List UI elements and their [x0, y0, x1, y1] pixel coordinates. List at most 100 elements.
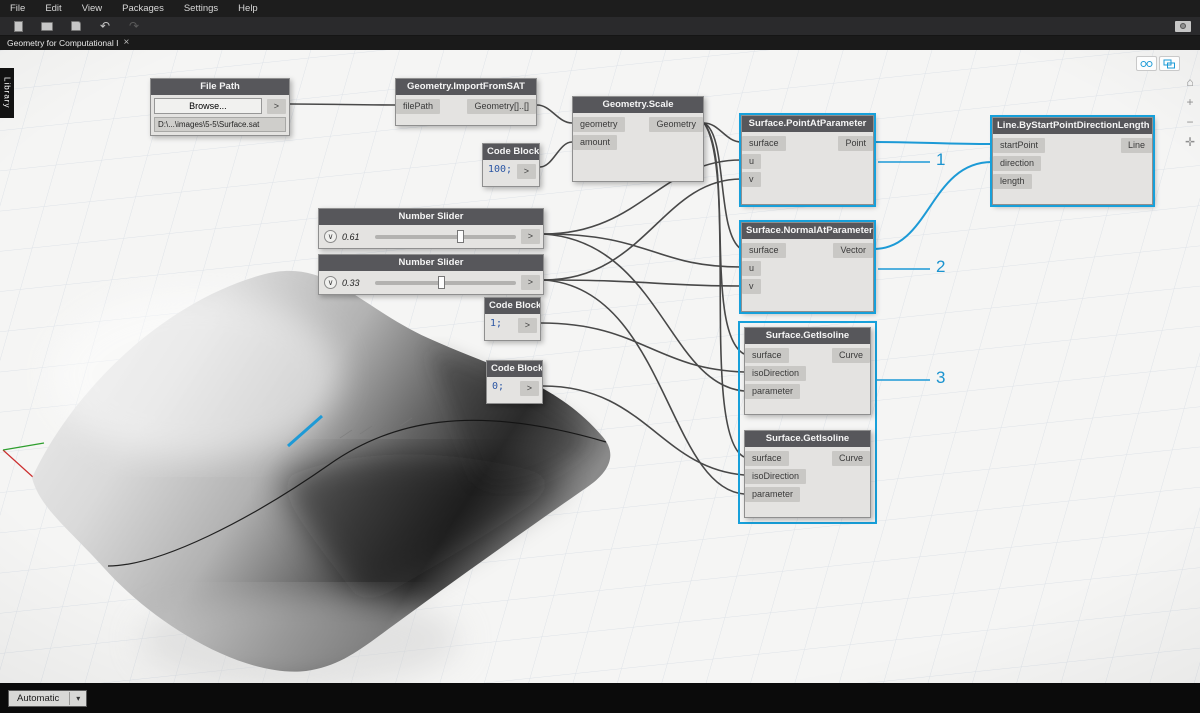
node-line-bystartpointdirectionlength[interactable]: Line.ByStartPointDirectionLength startPo…	[992, 117, 1153, 205]
slider-expand-button[interactable]: ∨	[324, 276, 337, 289]
node-title[interactable]: Number Slider	[319, 209, 543, 225]
output-port-point[interactable]: Point	[838, 136, 873, 151]
node-title[interactable]: Geometry.ImportFromSAT	[396, 79, 536, 95]
input-port-parameter[interactable]: parameter	[745, 384, 800, 399]
pan-button[interactable]: ✛	[1183, 136, 1197, 149]
node-code-block-0[interactable]: Code Block 0; >	[486, 360, 543, 404]
input-port-isodirection[interactable]: isoDirection	[745, 366, 806, 381]
input-port-v[interactable]: v	[742, 279, 761, 294]
input-port-surface[interactable]: surface	[745, 451, 789, 466]
code-text[interactable]: 100;	[486, 164, 512, 175]
slider-track[interactable]	[375, 281, 516, 285]
open-file-icon	[41, 22, 53, 31]
node-title[interactable]: Surface.NormalAtParameter	[742, 223, 873, 239]
node-title[interactable]: Surface.GetIsoline	[745, 431, 870, 447]
input-port-surface[interactable]: surface	[742, 136, 786, 151]
undo-button[interactable]: ↶	[96, 19, 114, 34]
input-port-amount[interactable]: amount	[573, 135, 617, 150]
input-port-direction[interactable]: direction	[993, 156, 1041, 171]
node-surface-getisoline-1[interactable]: Surface.GetIsoline surface isoDirection …	[744, 327, 871, 415]
redo-button[interactable]: ↷	[125, 19, 143, 34]
save-icon	[71, 21, 81, 31]
workspace-canvas[interactable]: Library ⌂ + − ✛ File Path	[0, 50, 1200, 683]
slider-value: 0.61	[342, 232, 370, 242]
node-title[interactable]: Geometry.Scale	[573, 97, 703, 113]
annotation-3: 3	[936, 368, 945, 388]
menu-help[interactable]: Help	[238, 3, 258, 14]
zoom-out-button[interactable]: −	[1183, 116, 1197, 129]
wire[interactable]	[290, 104, 395, 105]
redo-icon: ↷	[129, 20, 139, 32]
output-port[interactable]: >	[521, 275, 540, 290]
node-number-slider-v[interactable]: Number Slider ∨ 0.33 >	[318, 254, 544, 295]
node-code-block-100[interactable]: Code Block 100; >	[482, 143, 540, 187]
node-number-slider-u[interactable]: Number Slider ∨ 0.61 >	[318, 208, 544, 249]
menu-packages[interactable]: Packages	[122, 3, 164, 14]
output-port-line[interactable]: Line	[1121, 138, 1152, 153]
output-port[interactable]: >	[517, 164, 536, 179]
output-port[interactable]: >	[267, 99, 286, 114]
output-port[interactable]: >	[518, 318, 537, 333]
slider-handle[interactable]	[457, 230, 464, 243]
node-surface-pointatparameter[interactable]: Surface.PointAtParameter surface u v Poi…	[741, 115, 874, 205]
output-port-geometry[interactable]: Geometry[]..[]	[467, 99, 536, 114]
node-title[interactable]: Number Slider	[319, 255, 543, 271]
node-title[interactable]: Code Block	[485, 298, 540, 314]
node-title[interactable]: Surface.PointAtParameter	[742, 116, 873, 132]
graph-view-button[interactable]	[1159, 56, 1180, 71]
input-port-length[interactable]: length	[993, 174, 1032, 189]
output-port-geometry[interactable]: Geometry	[649, 117, 703, 132]
input-port-filepath[interactable]: filePath	[396, 99, 440, 114]
input-port-isodirection[interactable]: isoDirection	[745, 469, 806, 484]
menu-view[interactable]: View	[82, 3, 102, 14]
tab-workspace[interactable]: Geometry for Computational I ×	[0, 36, 136, 50]
surface-highlight	[50, 290, 340, 460]
node-code-block-1[interactable]: Code Block 1; >	[484, 297, 541, 341]
input-port-v[interactable]: v	[742, 172, 761, 187]
tab-close-icon[interactable]: ×	[124, 38, 130, 48]
slider-track[interactable]	[375, 235, 516, 239]
output-port-curve[interactable]: Curve	[832, 451, 870, 466]
node-file-path[interactable]: File Path Browse... > D:\...\images\5-5\…	[150, 78, 290, 136]
slider-handle[interactable]	[438, 276, 445, 289]
node-surface-normalatparameter[interactable]: Surface.NormalAtParameter surface u v Ve…	[741, 222, 874, 312]
node-title[interactable]: File Path	[151, 79, 289, 95]
run-mode-dropdown[interactable]: Automatic ▾	[8, 690, 87, 707]
code-text[interactable]: 0;	[490, 381, 504, 392]
zoom-in-button[interactable]: +	[1183, 96, 1197, 109]
browse-button[interactable]: Browse...	[154, 98, 262, 114]
code-text[interactable]: 1;	[488, 318, 502, 329]
node-title[interactable]: Line.ByStartPointDirectionLength	[993, 118, 1152, 134]
output-port[interactable]: >	[521, 229, 540, 244]
open-file-button[interactable]	[38, 19, 56, 34]
node-title[interactable]: Code Block	[487, 361, 542, 377]
input-port-parameter[interactable]: parameter	[745, 487, 800, 502]
layers-icon	[1163, 59, 1176, 69]
show-geometry-button[interactable]	[1136, 56, 1157, 71]
slider-expand-button[interactable]: ∨	[324, 230, 337, 243]
input-port-surface[interactable]: surface	[742, 243, 786, 258]
export-image-button[interactable]	[1175, 21, 1191, 32]
new-file-button[interactable]	[9, 19, 27, 34]
menu-edit[interactable]: Edit	[45, 3, 61, 14]
node-title[interactable]: Code Block	[483, 144, 539, 160]
menu-settings[interactable]: Settings	[184, 3, 218, 14]
node-surface-getisoline-2[interactable]: Surface.GetIsoline surface isoDirection …	[744, 430, 871, 518]
input-port-u[interactable]: u	[742, 154, 761, 169]
file-path-value: D:\...\images\5-5\Surface.sat	[154, 117, 286, 132]
menu-file[interactable]: File	[10, 3, 25, 14]
output-port[interactable]: >	[520, 381, 539, 396]
save-file-button[interactable]	[67, 19, 85, 34]
node-geometry-importfromsat[interactable]: Geometry.ImportFromSAT filePath Geometry…	[395, 78, 537, 126]
node-geometry-scale[interactable]: Geometry.Scale geometry amount Geometry	[572, 96, 704, 182]
library-panel-tab[interactable]: Library	[0, 68, 14, 118]
input-port-geometry[interactable]: geometry	[573, 117, 625, 132]
fit-view-button[interactable]: ⌂	[1183, 76, 1197, 89]
output-port-curve[interactable]: Curve	[832, 348, 870, 363]
node-title[interactable]: Surface.GetIsoline	[745, 328, 870, 344]
input-port-startpoint[interactable]: startPoint	[993, 138, 1045, 153]
input-port-surface[interactable]: surface	[745, 348, 789, 363]
output-port-vector[interactable]: Vector	[833, 243, 873, 258]
input-port-u[interactable]: u	[742, 261, 761, 276]
